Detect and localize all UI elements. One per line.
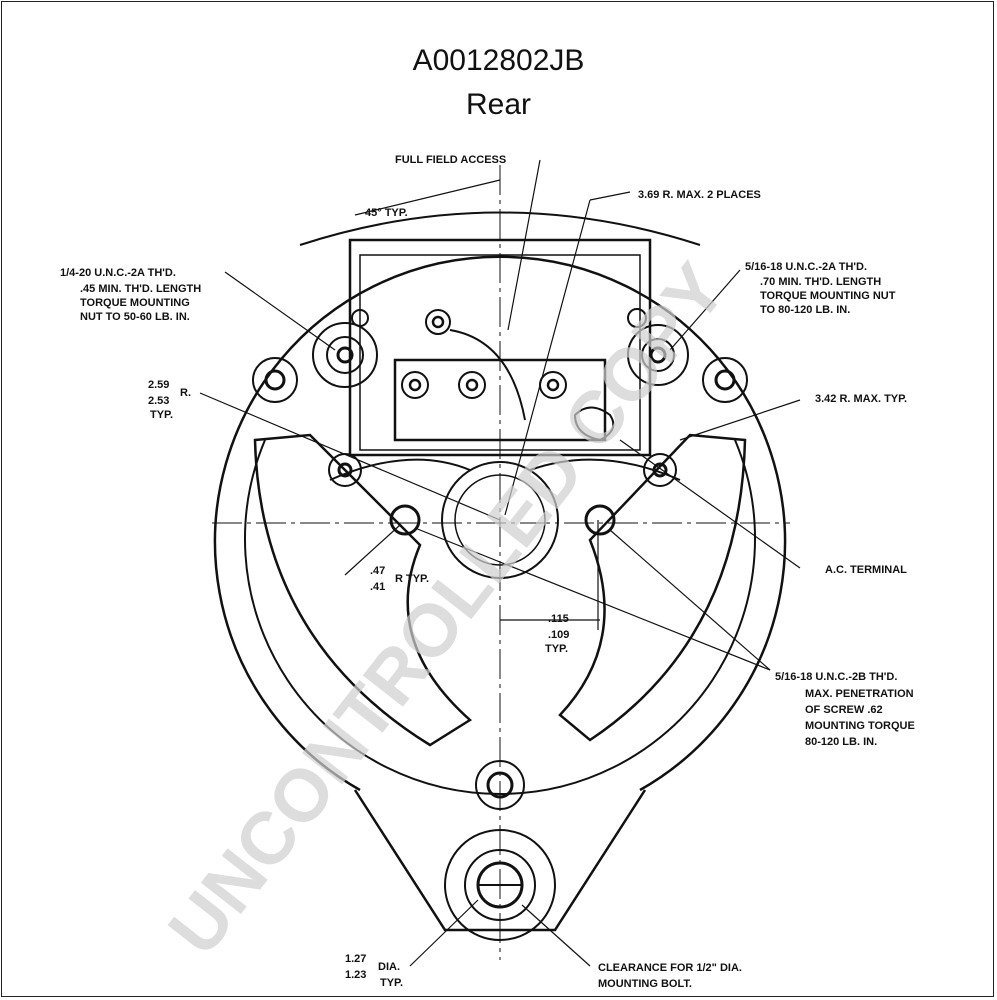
left-vent-window	[253, 433, 473, 747]
terminal-1-center	[408, 378, 422, 392]
right-stud-inner	[641, 338, 675, 372]
callout-right-thread-4: TO 80-120 LB. IN.	[760, 304, 850, 316]
left-lug-inner	[264, 369, 286, 391]
view-subtitle: Rear	[465, 88, 532, 121]
ac-terminal-boss	[573, 406, 615, 442]
callout-r47-upper: .47	[370, 565, 385, 577]
inner-ring	[244, 439, 756, 795]
right-vent-window	[558, 433, 747, 742]
mounting-bolt-boss	[444, 829, 556, 941]
left-tapped-hole	[389, 504, 421, 536]
leader-lines	[199, 159, 801, 967]
callout-dia-upper: 1.27	[345, 953, 366, 965]
callout-clearance-2: MOUNTING BOLT.	[598, 978, 692, 990]
housing-top-arc	[299, 211, 701, 246]
callout-dia-typ: TYP.	[380, 977, 403, 989]
field-screw-center	[431, 315, 445, 329]
callout-r259-lower: 2.53	[148, 395, 169, 407]
field-screw	[425, 309, 451, 335]
callout-left-thread-4: NUT TO 50-60 LB. IN.	[80, 311, 190, 323]
callout-rear-thread-5: 80-120 LB. IN.	[805, 736, 877, 748]
left-lug-outer	[252, 357, 298, 403]
callout-left-thread-1: 1/4-20 U.N.C.-2A TH'D.	[60, 267, 176, 279]
callout-right-thread-3: TORQUE MOUNTING NUT	[760, 290, 896, 302]
callout-right-thread-1: 5/16-18 U.N.C.-2A TH'D.	[745, 261, 867, 273]
callout-rear-thread-1: 5/16-18 U.N.C.-2B TH'D.	[775, 671, 897, 683]
callout-r47-unit: R TYP.	[395, 573, 429, 585]
terminal-2-center	[465, 378, 479, 392]
callout-d115-typ: TYP.	[545, 643, 568, 655]
right-lug-outer	[702, 357, 748, 403]
regulator-housing	[348, 238, 652, 457]
regulator-inner	[359, 254, 641, 451]
left-stud-outer	[312, 322, 378, 388]
terminal-1	[401, 371, 429, 399]
terminal-2	[458, 371, 486, 399]
callout-d115-lower: .109	[548, 629, 569, 641]
callout-right-thread-2: .70 MIN. TH'D. LENGTH	[760, 276, 881, 288]
callout-left-thread-2: .45 MIN. TH'D. LENGTH	[80, 283, 201, 295]
left-stud-center	[336, 346, 354, 364]
part-number-title: A0012802JB	[412, 44, 585, 77]
uncontrolled-copy-watermark: UNCONTROLLED COPY	[152, 248, 741, 970]
mounting-bolt-hole-outer	[464, 849, 536, 921]
hub-right-boss-center	[652, 462, 668, 478]
callout-clearance-1: CLEARANCE FOR 1/2" DIA.	[598, 962, 742, 974]
hub-flange	[329, 458, 681, 481]
right-lug-inner	[714, 369, 736, 391]
callout-dia-lower: 1.23	[345, 969, 366, 981]
bearing-hub-inner	[454, 474, 546, 566]
hub-right-boss	[643, 453, 677, 487]
right-tapped-hole	[584, 504, 616, 536]
left-screw	[351, 309, 369, 327]
housing-outline	[213, 255, 787, 792]
bearing-hub-outer	[441, 461, 559, 579]
callout-r259-upper: 2.59	[148, 379, 169, 391]
callout-ac-terminal: A.C. TERMINAL	[825, 564, 907, 576]
callout-rear-thread-4: MOUNTING TORQUE	[805, 720, 915, 732]
right-screw	[627, 308, 647, 328]
callout-r369: 3.69 R. MAX. 2 PLACES	[638, 189, 761, 201]
callout-rear-thread-2: MAX. PENETRATION	[805, 688, 914, 700]
callout-r259-unit: R.	[180, 387, 191, 399]
callout-r342: 3.42 R. MAX. TYP.	[815, 393, 907, 405]
hub-left-boss-center	[337, 462, 353, 478]
callout-r259-typ: TYP.	[150, 409, 173, 421]
callout-full-field: FULL FIELD ACCESS	[395, 154, 506, 166]
callout-dia-unit: DIA.	[378, 961, 400, 973]
callout-rear-thread-3: OF SCREW .62	[805, 704, 883, 716]
callout-r47-lower: .41	[370, 581, 385, 593]
lower-boss-inner	[486, 771, 514, 799]
mounting-foot	[353, 789, 647, 932]
left-stud-inner	[326, 336, 364, 374]
callout-45deg: 45° TYP.	[365, 207, 408, 219]
right-stud-center	[649, 346, 667, 364]
field-wire	[449, 329, 526, 421]
callout-d115-upper: .115	[548, 613, 569, 625]
callout-left-thread-3: TORQUE MOUNTING	[80, 297, 190, 309]
right-stud-outer	[627, 324, 689, 386]
terminal-3-center	[546, 378, 560, 392]
lower-boss-outer	[475, 760, 525, 810]
